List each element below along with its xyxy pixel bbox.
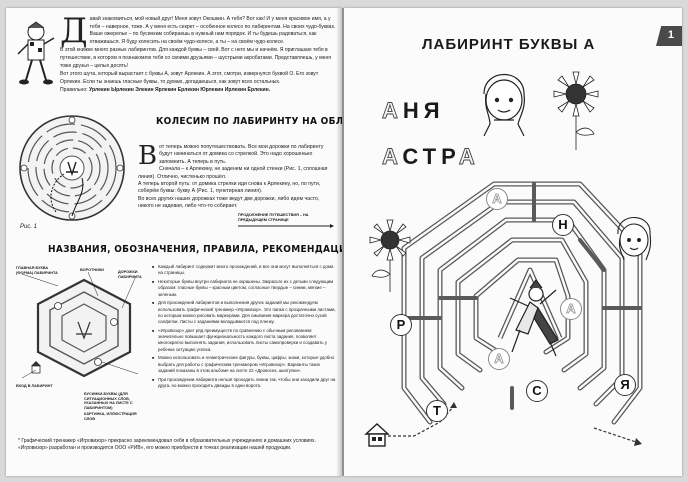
figure-caption: Рис. 1 — [20, 224, 38, 230]
arrow-right-icon — [238, 224, 334, 228]
label-paths: ДОРОЖКИ ЛАБИРИНТА — [118, 270, 142, 279]
section-title-cover-maze: КОЛЕСИМ ПО ЛАБИРИНТУ НА ОБЛОЖКЕ — [156, 116, 342, 127]
page-number-tab — [656, 26, 682, 46]
cover-paragraph: Сначала – к Арлекину, не заденем ни одно… — [138, 166, 328, 180]
intro-names-line: Правильно: Урлекин Ырлекин Элекин Ярлеки… — [60, 87, 271, 94]
word-astra: АСТРА — [382, 144, 480, 170]
word-outline-letter: А — [382, 98, 403, 124]
page-number: 1 — [667, 29, 674, 41]
rules-list: Каждый лабиринт содержит много прохожден… — [152, 264, 336, 392]
maze-legend-diagram — [21, 271, 139, 379]
letter-a-maze — [369, 71, 652, 446]
footnote: * Графический тренажер «Игровизор» прекр… — [18, 438, 316, 451]
cover-maze-circle-illustration — [19, 115, 125, 221]
intro-paragraph: В этой книжке много разных лабиринтов. Д… — [60, 47, 332, 69]
word-outline-letter: А — [382, 144, 403, 170]
intro-text: Д авай знакомиться, мой новый друг! Меня… — [60, 11, 338, 96]
rules-list-item: Некоторые буквы внутри лабиринта не окра… — [152, 279, 336, 298]
bead-letter: А — [486, 188, 508, 210]
rules-list-item: Можно использовать и геометрические фигу… — [152, 355, 336, 374]
label-entrance: ВХОД В ЛАБИРИНТ — [16, 384, 53, 388]
cover-paragraph: Во всех других наших дорожках тоже ведут… — [138, 195, 320, 210]
intro-paragraph: авай знакомиться, мой новый друг! Меня з… — [89, 16, 336, 45]
rules-list-item: «Игровизор» дает ряд преимуществ по срав… — [152, 328, 336, 353]
label-beads: БУСИНКИ-БУКВЫ (ДЛЯ СИТУАЦИОННЫХ СЛОВ, УК… — [84, 392, 133, 410]
bead-letter: Я — [614, 374, 636, 396]
rules-list-item: Каждый лабиринт содержит много прохожден… — [152, 264, 336, 277]
bead-letter: Н — [552, 214, 574, 236]
word-rest: СТР — [402, 144, 459, 169]
rules-list-item: При прохождении лабиринта нельзя проходи… — [152, 377, 336, 390]
section-title-rules: НАЗВАНИЯ, ОБОЗНАЧЕНИЯ, ПРАВИЛА, РЕКОМЕНД… — [48, 244, 342, 255]
right-page: 1 — [344, 8, 682, 476]
intro-paragraph: Вот этого шута, который вырастает с букв… — [60, 71, 319, 85]
maze-page-title: ЛАБИРИНТ БУКВЫ А — [422, 36, 596, 53]
word-anya: АНЯ — [382, 98, 445, 124]
left-page: Д авай знакомиться, мой новый друг! Меня… — [6, 8, 342, 476]
label-picture: КАРТИНКА, ИЛЛЮСТРАЦИЯ СЛОВ — [84, 412, 137, 421]
cover-maze-text: В от теперь можно попутешествовать. Все … — [138, 141, 334, 211]
intro-dropcap: Д — [60, 11, 88, 51]
bead-letter: А — [560, 298, 582, 320]
bead-letter: Р — [390, 314, 412, 336]
section-dropcap: В — [138, 141, 158, 171]
boy-character-illustration — [17, 21, 55, 85]
label-gates: ВОРОТНИКИ — [80, 268, 104, 272]
label-main-letter: ГЛАВНАЯ БУКВА (ФОРМА) ЛАБИРИНТА — [16, 266, 58, 275]
word-rest: НЯ — [402, 98, 445, 123]
bead-letter: Т — [426, 400, 448, 422]
bead-letter: С — [526, 380, 548, 402]
bead-letter: А — [488, 348, 510, 370]
word-outline-letter: А — [458, 144, 480, 170]
harlequin-names: Урлекин Ырлекин Элекин Ярлекин Ерлекин Ю… — [89, 87, 271, 94]
rules-list-item: Для прохождений лабиринтов и выполнения … — [152, 300, 336, 325]
cover-paragraph: от теперь можно попутешествовать. Все мо… — [159, 144, 324, 165]
cover-paragraph: А теперь второй путь: от домика стрелки … — [138, 181, 321, 195]
house-icon — [364, 423, 390, 447]
continue-label: ПРОДОЛЖЕНИЕ ПУТЕШЕСТВИЯ – НА ПРЕДЫДУЩЕМ … — [238, 213, 309, 222]
